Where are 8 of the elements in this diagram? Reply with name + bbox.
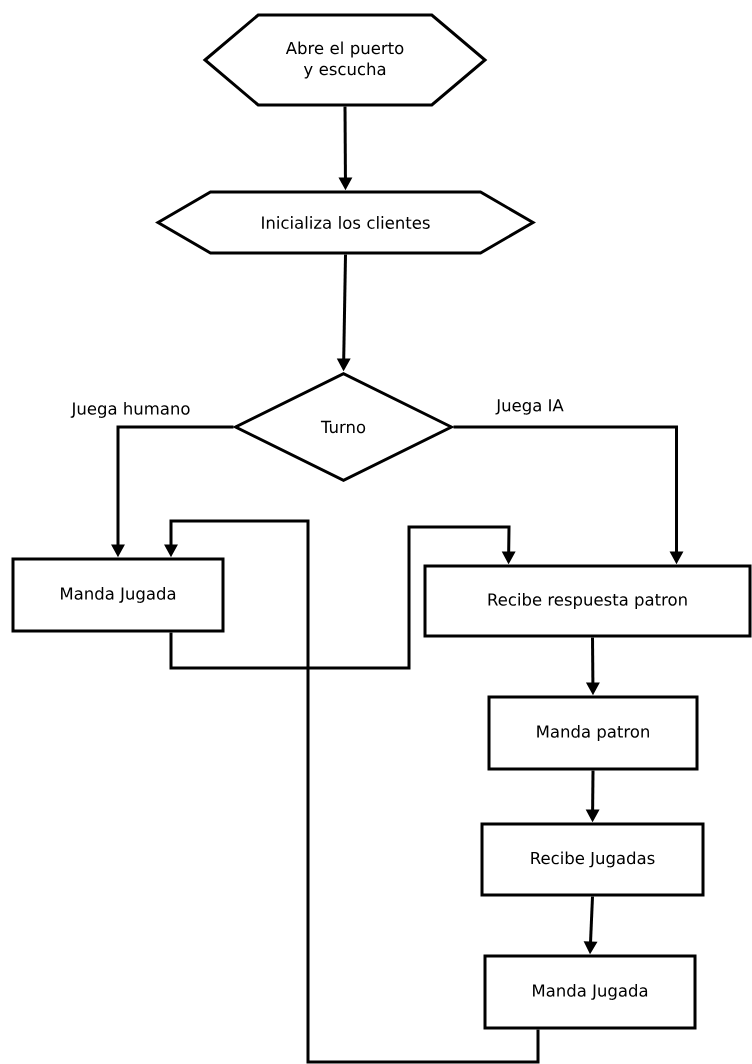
process-box: Manda Jugada xyxy=(11,557,225,633)
process-box: Manda Jugada xyxy=(483,954,697,1030)
process-box: Recibe Jugadas xyxy=(480,822,705,897)
edge-label: Juega humano xyxy=(70,401,192,419)
process-box: Manda patron xyxy=(487,695,699,771)
process-box: Recibe respuesta patron xyxy=(423,564,752,638)
arrow xyxy=(169,525,516,670)
edge-label: Juega IA xyxy=(495,398,565,416)
